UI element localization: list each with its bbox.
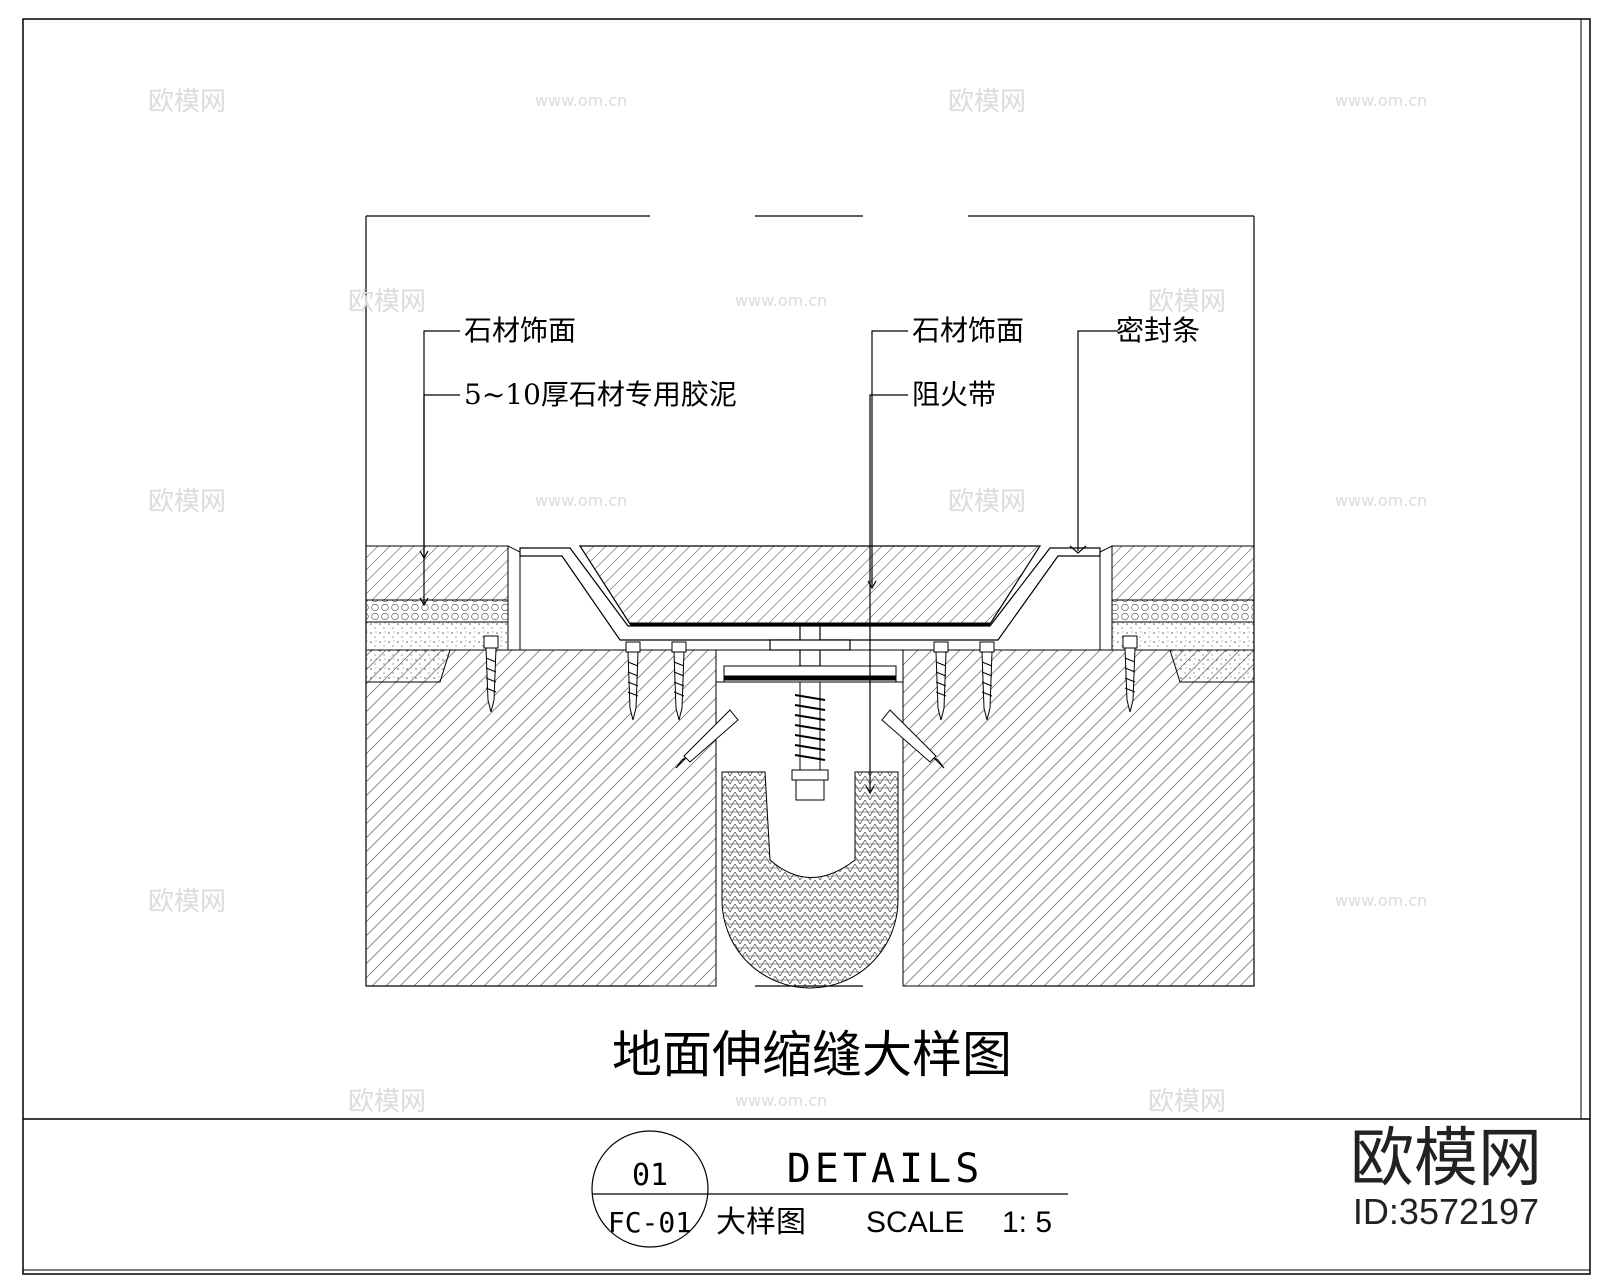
screw	[483, 635, 499, 713]
scale-label: SCALE	[866, 1206, 964, 1239]
brand-id: ID:3572197	[1353, 1191, 1539, 1232]
angled-screw	[675, 709, 739, 769]
label-center-stone-finish: 石材饰面	[912, 314, 1024, 347]
watermark-url: www.om.cn	[1335, 891, 1427, 910]
scale-value: 1: 5	[1002, 1206, 1052, 1239]
label-seal-strip: 密封条	[1116, 314, 1200, 347]
label-left-stone-finish: 石材饰面	[464, 314, 576, 347]
watermark-url: www.om.cn	[535, 91, 627, 110]
screw	[625, 641, 641, 721]
right-floor-layers	[1099, 545, 1255, 683]
detail-subtitle: 大样图	[716, 1205, 806, 1240]
screw	[1122, 635, 1138, 713]
watermark-logo: 欧模网	[948, 487, 1026, 517]
cover-plate	[519, 545, 1101, 667]
sheet-frame	[22, 18, 1591, 1275]
watermark-logo: 欧模网	[348, 287, 426, 317]
angled-screw	[881, 709, 945, 769]
brand-block: 欧模网 ID:3572197	[1350, 1122, 1542, 1232]
watermarks: 欧模网 www.om.cn 欧模网 www.om.cn 欧模网 www.om.c…	[148, 87, 1427, 1117]
watermark-url: www.om.cn	[1335, 91, 1427, 110]
watermark-url: www.om.cn	[535, 491, 627, 510]
drawing-title: 地面伸缩缝大样图	[612, 1026, 1012, 1084]
watermark-logo: 欧模网	[1148, 1087, 1226, 1117]
gap-assembly	[721, 665, 899, 989]
screw	[671, 641, 687, 721]
watermark-logo: 欧模网	[348, 1087, 426, 1117]
details-heading: DETAILS	[787, 1146, 984, 1192]
brand-logo: 欧模网	[1350, 1122, 1542, 1196]
title-block-graphics	[591, 1130, 1068, 1248]
annotation-labels: 石材饰面 5~10厚石材专用胶泥 石材饰面 阻火带 密封条	[464, 314, 1200, 411]
detail-number: 01	[632, 1158, 668, 1193]
watermark-url: www.om.cn	[735, 291, 827, 310]
watermark-url: www.om.cn	[1335, 491, 1427, 510]
watermark-logo: 欧模网	[148, 887, 226, 917]
watermark-logo: 欧模网	[148, 487, 226, 517]
sheet-number: FC-01	[608, 1206, 692, 1239]
label-fire-barrier: 阻火带	[912, 378, 996, 411]
watermark-logo: 欧模网	[1148, 287, 1226, 317]
watermark-logo: 欧模网	[948, 87, 1026, 117]
watermark-url: www.om.cn	[735, 1091, 827, 1110]
screw	[933, 641, 949, 721]
anchor-screws	[483, 635, 1138, 769]
label-stone-adhesive: 5~10厚石材专用胶泥	[464, 378, 737, 411]
screw	[979, 641, 995, 721]
left-floor-layers	[365, 545, 521, 683]
detail-number-circle	[591, 1130, 709, 1248]
leader-lines	[419, 330, 1118, 795]
watermark-logo: 欧模网	[148, 87, 226, 117]
title-block-text: 01 FC-01 DETAILS 大样图 SCALE 1: 5	[608, 1146, 1052, 1240]
